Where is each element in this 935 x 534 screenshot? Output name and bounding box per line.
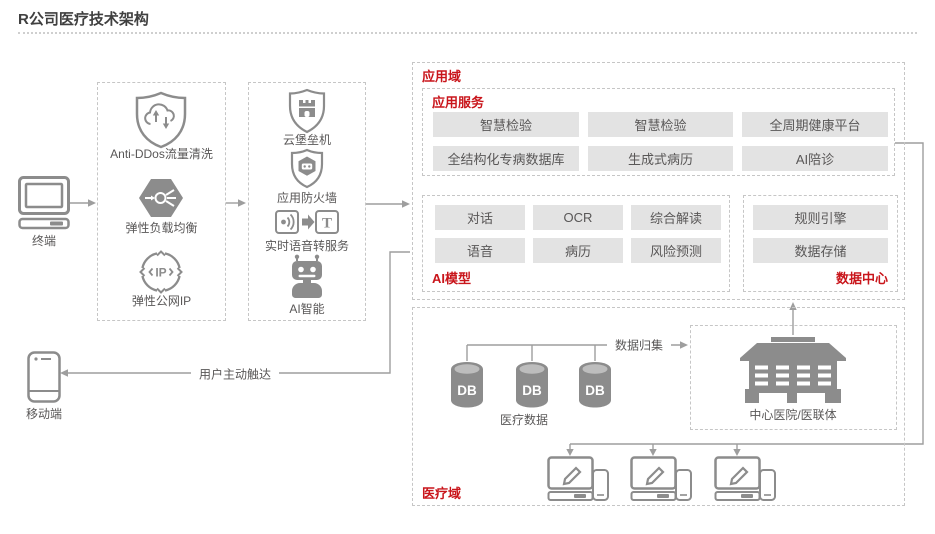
ai-model-chip: 对话 xyxy=(435,205,525,230)
load-balancer-icon xyxy=(139,179,183,217)
data-center-chip: 数据存储 xyxy=(753,238,888,263)
app-services-box xyxy=(422,88,895,176)
application-domain-box xyxy=(412,62,905,300)
data-collection-label: 数据归集 xyxy=(606,336,672,354)
user-reach-label: 用户主动触达 xyxy=(190,365,280,383)
security-box xyxy=(248,82,366,321)
hospital-label: 中心医院/医联体 xyxy=(749,408,837,422)
app-service-chip: 智慧检验 xyxy=(433,112,579,137)
access-item-label: 弹性负载均衡 xyxy=(125,221,198,235)
access-box xyxy=(97,82,226,321)
app-service-chip: 生成式病历 xyxy=(588,146,733,171)
security-item-label: AI智能 xyxy=(289,302,325,316)
svg-text:DB: DB xyxy=(522,383,542,398)
mobile-label: 移动端 xyxy=(25,407,62,421)
terminal-label: 终端 xyxy=(31,234,56,248)
svg-text:T: T xyxy=(322,216,332,232)
medical-domain-box xyxy=(412,307,905,506)
medical-data-label: 医疗数据 xyxy=(499,413,548,427)
security-item-label: 云堡垒机 xyxy=(282,133,331,147)
terminal-to-access-arrowhead xyxy=(88,199,96,207)
page-title: R公司医疗技术架构 xyxy=(18,11,149,28)
security-item-label: 实时语音转服务 xyxy=(264,239,349,253)
doctor-workstation-icon xyxy=(630,456,692,501)
data-center-label: 数据中心 xyxy=(835,271,888,286)
ai-robot-icon xyxy=(292,254,322,298)
ai-model-chip: OCR xyxy=(533,205,623,230)
hospital-building-icon xyxy=(740,337,846,403)
speech-to-text-icon: T xyxy=(275,210,339,234)
svg-text:DB: DB xyxy=(457,383,477,398)
access-to-security-arrowhead xyxy=(238,199,246,207)
ai-model-chip: 语音 xyxy=(435,238,525,263)
app-services-label: 应用服务 xyxy=(432,95,485,110)
app-service-chip: 全结构化专病数据库 xyxy=(433,146,579,171)
hospital-box xyxy=(690,325,897,430)
application-domain-label: 应用域 xyxy=(422,69,462,84)
security-to-application-arrowhead xyxy=(402,200,410,208)
app-service-chip: 全周期健康平台 xyxy=(742,112,888,137)
mobile-phone-icon xyxy=(27,351,61,403)
ai-models-label: AI模型 xyxy=(432,271,472,286)
app-service-chip: AI陪诊 xyxy=(742,146,888,171)
svg-text:DB: DB xyxy=(585,383,605,398)
app-service-chip: 智慧检验 xyxy=(588,112,733,137)
desktop-computer-icon xyxy=(18,176,70,230)
database-icon: DB xyxy=(451,362,483,408)
title-separator xyxy=(18,32,917,34)
ai-model-chip: 风险预测 xyxy=(631,238,721,263)
doctor-workstation-icon xyxy=(714,456,776,501)
data-center-chip: 规则引擎 xyxy=(753,205,888,230)
ai-model-chip: 综合解读 xyxy=(631,205,721,230)
security-item-label: 应用防火墙 xyxy=(276,191,337,205)
cloud-bastion-shield-icon xyxy=(288,88,326,134)
app-firewall-shield-icon xyxy=(290,148,324,189)
database-icon: DB xyxy=(579,362,611,408)
svg-text:IP: IP xyxy=(155,266,166,280)
user-reach-arrowhead xyxy=(60,369,68,377)
access-item-label: 弹性公网IP xyxy=(131,294,192,308)
database-icon: DB xyxy=(516,362,548,408)
ai-models-box xyxy=(422,195,730,292)
doctor-workstation-icon xyxy=(547,456,609,501)
medical-domain-label: 医疗域 xyxy=(422,486,462,501)
elastic-ip-icon: IP xyxy=(139,250,183,294)
access-item-label: Anti-DDos流量清洗 xyxy=(110,147,213,161)
data-center-box xyxy=(743,195,898,292)
ai-model-chip: 病历 xyxy=(533,238,623,263)
anti-ddos-shield-icon xyxy=(135,91,187,149)
